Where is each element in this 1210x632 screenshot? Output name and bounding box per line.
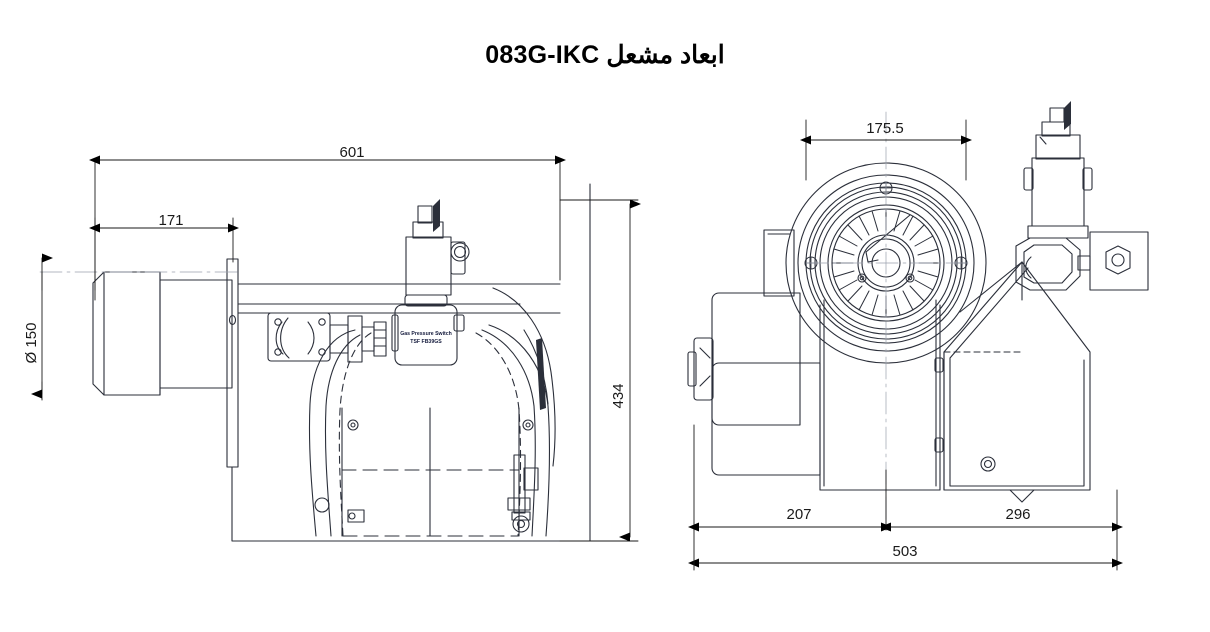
dim-label-296: 296 (1005, 506, 1030, 523)
dim-label-171: 171 (158, 212, 183, 229)
page-title: ابعاد مشعل CKI-G380 (485, 41, 725, 69)
dim-label-207: 207 (786, 506, 811, 523)
body-bracket (763, 229, 795, 297)
gas-train-valve (267, 312, 387, 363)
dimension-lines (31, 119, 1123, 571)
blast-tube (92, 271, 233, 396)
gas-pressure-switch-nameplate: Gas Pressure Switch TSF FB39GS (400, 331, 452, 345)
front-elevation-geometry (687, 101, 1149, 521)
fan-casing-body (819, 299, 944, 491)
head-latch (507, 454, 539, 533)
gas-solenoid-valve (1015, 101, 1149, 291)
base-frame (231, 183, 591, 542)
dim-label-175-5: 175.5 (866, 120, 904, 137)
dimension-labels: 601 171 Ø 150 434 175.5 207 296 503 (23, 120, 1031, 560)
combustion-head-housing (308, 324, 551, 537)
gas-pressure-switch (391, 294, 465, 366)
ignition-electrode (865, 214, 911, 263)
nameplate-line-1: Gas Pressure Switch (400, 331, 452, 337)
fan-motor-housing (687, 292, 821, 476)
dim-label-150: Ø 150 (23, 323, 40, 364)
dim-label-601: 601 (339, 144, 364, 161)
angled-side-cover (943, 261, 1091, 503)
side-elevation-geometry (39, 183, 591, 542)
ignition-transformer (405, 199, 470, 296)
nameplate-line-2: TSF FB39GS (410, 339, 442, 345)
dim-label-434: 434 (610, 383, 627, 408)
rear-cowl (492, 287, 556, 467)
head-latch-left (347, 509, 365, 523)
dim-label-503: 503 (892, 543, 917, 560)
